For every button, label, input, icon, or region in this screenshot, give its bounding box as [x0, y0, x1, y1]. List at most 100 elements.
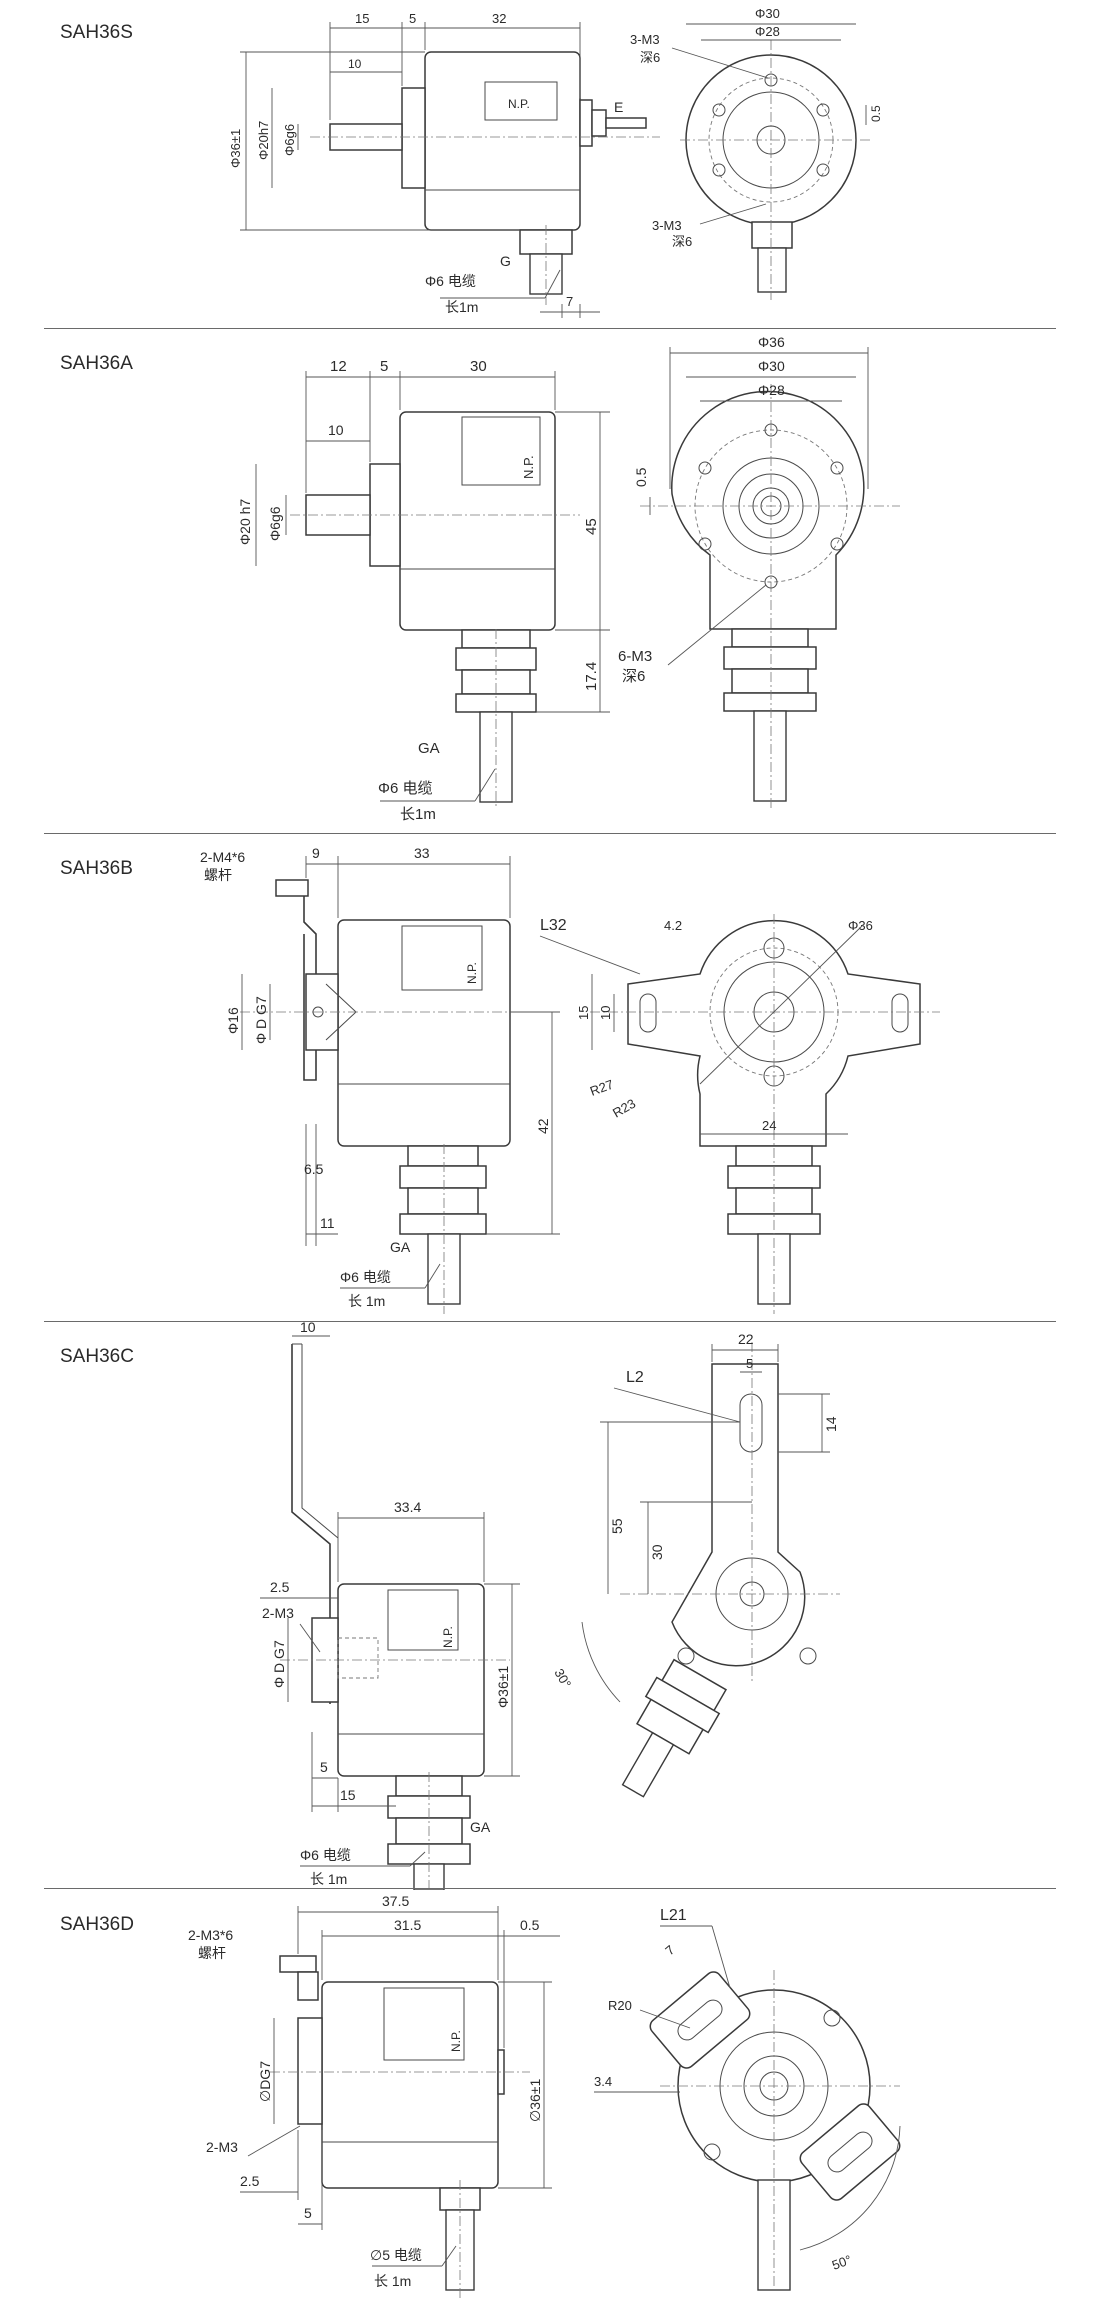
section-divider [44, 1888, 1056, 1889]
tab-bottom-right [799, 2103, 901, 2201]
dim-0-5: 0.5 [520, 1917, 540, 1933]
dim-5: 5 [409, 11, 416, 26]
label-m3-screw: 2-M3*6 [188, 1927, 233, 1943]
dim-10: 10 [598, 1006, 613, 1020]
dim-15: 15 [355, 11, 369, 26]
sah36s-front-view: Φ30 Φ28 3-M3 深6 3-M3 深6 0.5 [630, 6, 883, 300]
label-deep-top: 深6 [640, 50, 660, 65]
dim-front-phi28: Φ28 [755, 24, 780, 39]
sah36b-drawing: 2-M4*6 螺杆 N.P. [200, 845, 940, 1314]
label-screw: 螺杆 [198, 1945, 226, 1961]
label-l2: L2 [626, 1369, 644, 1386]
dim-front-phi30: Φ30 [758, 358, 785, 374]
section-sah36c: SAH36C N.P. 10 [0, 1322, 1100, 1890]
sah36d-front-view: L21 7 R20 3.4 50° [594, 1907, 901, 2291]
dim-3-4: 3.4 [594, 2074, 612, 2089]
dim-15: 15 [340, 1787, 356, 1803]
dim-24: 24 [762, 1118, 776, 1133]
dim-5b: 5 [746, 1356, 753, 1371]
encoder-body [321, 1981, 499, 2189]
front-outline [627, 919, 921, 1147]
label-e: E [614, 99, 623, 115]
mount-hole [677, 1647, 695, 1665]
dim-15: 15 [576, 1006, 591, 1020]
section-divider [44, 1321, 1056, 1322]
label-ga: GA [390, 1239, 411, 1255]
dim-31-5: 31.5 [394, 1917, 421, 1933]
mount-mark [823, 2009, 841, 2027]
connector-e [579, 99, 593, 147]
nameplate-label: N.P. [521, 455, 536, 479]
section-title: SAH36S [60, 22, 133, 43]
label-2m3: 2-M3 [262, 1605, 294, 1621]
cable-length: 长 1m [310, 1871, 347, 1887]
label-r23: R23 [610, 1096, 638, 1121]
sah36b-front-view: L32 4.2 Φ36 15 10 R27 R23 24 [539, 914, 940, 1314]
dim-phid: Φ D G7 [253, 996, 269, 1044]
nameplate [383, 1987, 465, 2061]
nameplate-label: N.P. [441, 1626, 455, 1648]
sah36d-drawing: 2-M3*6 螺杆 N.P. 37.5 [188, 1893, 901, 2300]
dim-6-5: 6.5 [304, 1161, 324, 1177]
nameplate [484, 81, 558, 121]
angle-30: 30° [551, 1666, 574, 1691]
dim-37-5: 37.5 [382, 1893, 409, 1909]
cable-label: Φ6 电缆 [340, 1269, 391, 1285]
nameplate [387, 1589, 459, 1651]
dim-front-phi36: Φ36 [848, 918, 873, 933]
sah36c-front-view: 22 5 14 L2 55 30 30° [551, 1331, 840, 1798]
cable-label: Φ6 电缆 [300, 1847, 351, 1863]
dim-phi36: Φ36±1 [495, 1666, 511, 1708]
section-sah36d: SAH36D 2-M3*6 螺杆 N.P. [0, 1890, 1100, 2300]
screw-head [279, 1955, 317, 1973]
dim-phi6: Φ6g6 [282, 124, 297, 156]
sah36c-drawing: N.P. 10 33.4 2.5 2-M3 [260, 1322, 840, 1890]
dim-22: 22 [738, 1331, 754, 1347]
section-divider [44, 328, 1056, 329]
dim-10: 10 [348, 57, 362, 71]
label-deep: 深6 [622, 668, 645, 685]
dim-5: 5 [320, 1759, 328, 1775]
sah36c-side-view: N.P. 10 33.4 2.5 2-M3 [260, 1322, 520, 1890]
dim-33: 33 [414, 845, 430, 861]
dim-5: 5 [380, 358, 388, 375]
label-deep-bottom: 深6 [672, 234, 692, 249]
encoder-body [399, 411, 556, 631]
dim-14: 14 [823, 1416, 839, 1432]
dim-front-phi28: Φ28 [758, 382, 785, 398]
sah36a-drawing: N.P. 12 5 30 10 [237, 334, 900, 823]
label-ga: GA [418, 740, 440, 757]
section-title: SAH36D [60, 1914, 134, 1935]
dim-10: 10 [328, 422, 344, 438]
sah36b-side-view: 2-M4*6 螺杆 N.P. [200, 845, 560, 1314]
dim-phi20: Φ20h7 [256, 121, 271, 160]
screw-head [275, 879, 309, 897]
sah36s-side-view: N.P. 15 5 32 10 [228, 11, 660, 318]
label-ga: GA [470, 1819, 491, 1835]
section-title: SAH36C [60, 1346, 134, 1367]
dim-phi20: Φ20 h7 [237, 499, 253, 545]
cable-label: ∅5 电缆 [370, 2247, 422, 2263]
nameplate-label: N.P. [508, 97, 530, 111]
dim-5: 5 [304, 2205, 312, 2221]
dim-2-5: 2.5 [240, 2173, 260, 2189]
cable-label: Φ6 电缆 [425, 273, 476, 289]
label-3m3-bottom: 3-M3 [652, 218, 682, 233]
dim-7: 7 [566, 294, 573, 309]
section-sah36b: SAH36B 2-M4*6 螺杆 N.P. [0, 834, 1100, 1322]
dim-phid: Φ D G7 [271, 1640, 287, 1688]
dim-7: 7 [662, 1942, 677, 1958]
section-title: SAH36A [60, 353, 133, 374]
section-divider [44, 833, 1056, 834]
dim-30: 30 [470, 358, 487, 375]
dim-0-5: 0.5 [869, 105, 883, 122]
label-2m3: 2-M3 [206, 2139, 238, 2155]
label-m4-screw: 2-M4*6 [200, 849, 245, 865]
section-sah36a: SAH36A N.P. [0, 329, 1100, 834]
sah36d-side-view: 2-M3*6 螺杆 N.P. 37.5 [188, 1893, 560, 2300]
slot [739, 1393, 763, 1453]
hollow-shaft [297, 2017, 323, 2125]
cable-length: 长 1m [374, 2273, 411, 2289]
dim-11: 11 [320, 1215, 335, 1231]
